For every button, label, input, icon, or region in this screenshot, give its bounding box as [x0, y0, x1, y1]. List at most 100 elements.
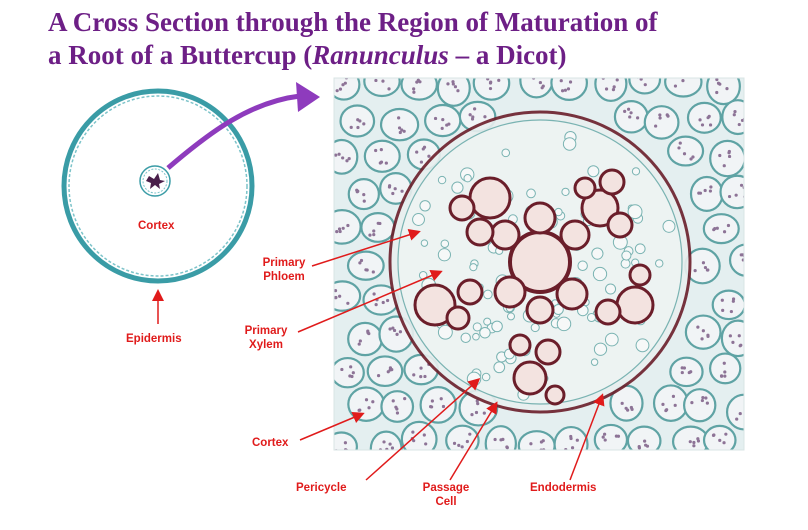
phloem-cell: [463, 174, 472, 183]
xylem-vessel: [413, 283, 457, 327]
cortex-cell: [400, 78, 438, 101]
cortex-cell: [347, 386, 386, 422]
label-cortex: Cortex: [252, 437, 289, 449]
label-pointers: [297, 229, 605, 481]
cortex-cell: [517, 430, 556, 450]
cortex-cell: [363, 139, 401, 173]
cortex-cell: [725, 393, 744, 431]
phloem-cell: [437, 175, 447, 185]
phloem-cell: [634, 243, 646, 255]
xylem-vessel: [544, 384, 566, 406]
xylem-vessel: [493, 275, 527, 309]
cortex-cell: [379, 107, 420, 142]
xylem-vessels: [413, 168, 655, 406]
pointer-passage-cell: [449, 401, 498, 481]
xylem-vessel: [448, 194, 476, 222]
title-line-2-suffix: – a Dicot): [448, 40, 567, 70]
title-line-1: A Cross Section through the Region of Ma…: [48, 7, 658, 37]
cortex-cell: [436, 78, 471, 107]
label-epidermis: Epidermis: [126, 333, 182, 345]
cortex-cell: [728, 243, 744, 277]
phloem-cell: [593, 342, 608, 356]
phloem-cell: [481, 372, 491, 382]
zoom-arrow: [166, 93, 301, 170]
zoom-arrow-head: [296, 82, 320, 112]
cortex-cell: [366, 355, 404, 388]
xylem-vessel: [465, 217, 495, 247]
pointer-endodermis: [569, 393, 605, 481]
xylem-vessel: [468, 176, 512, 220]
phloem-cell: [591, 247, 604, 260]
cortex-cell: [550, 78, 588, 101]
cortex-cell: [652, 384, 689, 422]
phloem-cell: [460, 332, 471, 344]
cortex-cell: [720, 319, 744, 358]
cortex-cell: [484, 425, 517, 450]
phloem-cell: [419, 200, 431, 212]
cortex-cell: [519, 78, 554, 99]
phloem-cell: [627, 204, 643, 220]
phloem-cell: [590, 358, 599, 366]
xylem-vessel: [559, 219, 591, 251]
cortex-cell: [708, 352, 742, 385]
micrograph: [334, 78, 744, 450]
phloem-cell: [412, 213, 425, 226]
xylem-vessel: [445, 305, 471, 331]
xylem-vessel: [628, 263, 652, 287]
phloem-cell: [451, 181, 464, 194]
phloem-cell: [530, 323, 540, 333]
cortex-cell: [689, 175, 724, 212]
cortex-cell: [334, 356, 365, 389]
cortex-cell: [686, 101, 722, 134]
phloem-cell: [556, 316, 572, 332]
pointer-phloem: [311, 229, 421, 267]
pointer-xylem: [297, 269, 443, 333]
phloem-cell: [592, 266, 608, 282]
phloem-cell: [526, 188, 536, 199]
phloem-cell: [662, 219, 676, 233]
cortex-cell: [643, 105, 680, 140]
phloem-cell: [479, 326, 491, 339]
epidermis-ring: [61, 88, 255, 284]
xylem-vessel: [580, 188, 620, 228]
phloem-cell: [631, 167, 641, 176]
xylem-vessel: [525, 295, 555, 325]
phloem-cell: [420, 239, 429, 247]
cortex-cell: [702, 424, 737, 450]
phloem-cell: [605, 283, 617, 295]
xylem-vessel: [523, 201, 557, 235]
cortex-cell: [346, 250, 385, 281]
cortex-cell: [347, 321, 384, 357]
xylem-vessel: [534, 338, 562, 366]
phloem-cell: [437, 324, 453, 340]
label-primary-phloem: Primary Phloem: [262, 257, 306, 283]
xylem-vessel: [489, 219, 521, 251]
phloem-cell: [577, 260, 588, 271]
phloem-cell: [472, 332, 480, 341]
label-pericycle: Pericycle: [296, 482, 347, 494]
cortex-cell: [626, 425, 662, 450]
xylem-vessel: [456, 278, 484, 306]
cortex-cell: [709, 139, 744, 178]
xylem-star: [146, 173, 165, 189]
cortex-cell: [360, 212, 396, 243]
label-endodermis: Endodermis: [530, 482, 597, 494]
phloem-cell: [586, 312, 597, 323]
cortex-cell: [363, 78, 401, 98]
cortex-cell: [553, 425, 589, 450]
xylem-vessel: [598, 168, 626, 196]
phloem-cell: [440, 239, 450, 248]
phloem-cell: [635, 338, 650, 353]
cortex-cell: [682, 388, 717, 423]
cortex-cell: [400, 420, 438, 450]
xylem-vessel: [615, 285, 655, 325]
xylem-vessel: [594, 298, 622, 326]
cortex-cell: [706, 78, 741, 106]
xylem-vessel: [606, 211, 634, 239]
title-line-2-italic: Ranunculus: [312, 40, 449, 70]
phloem-cell: [483, 289, 493, 300]
cortex-cell: [334, 138, 359, 175]
root-overview-drawing: [61, 88, 255, 324]
cortex-cell: [702, 213, 740, 245]
